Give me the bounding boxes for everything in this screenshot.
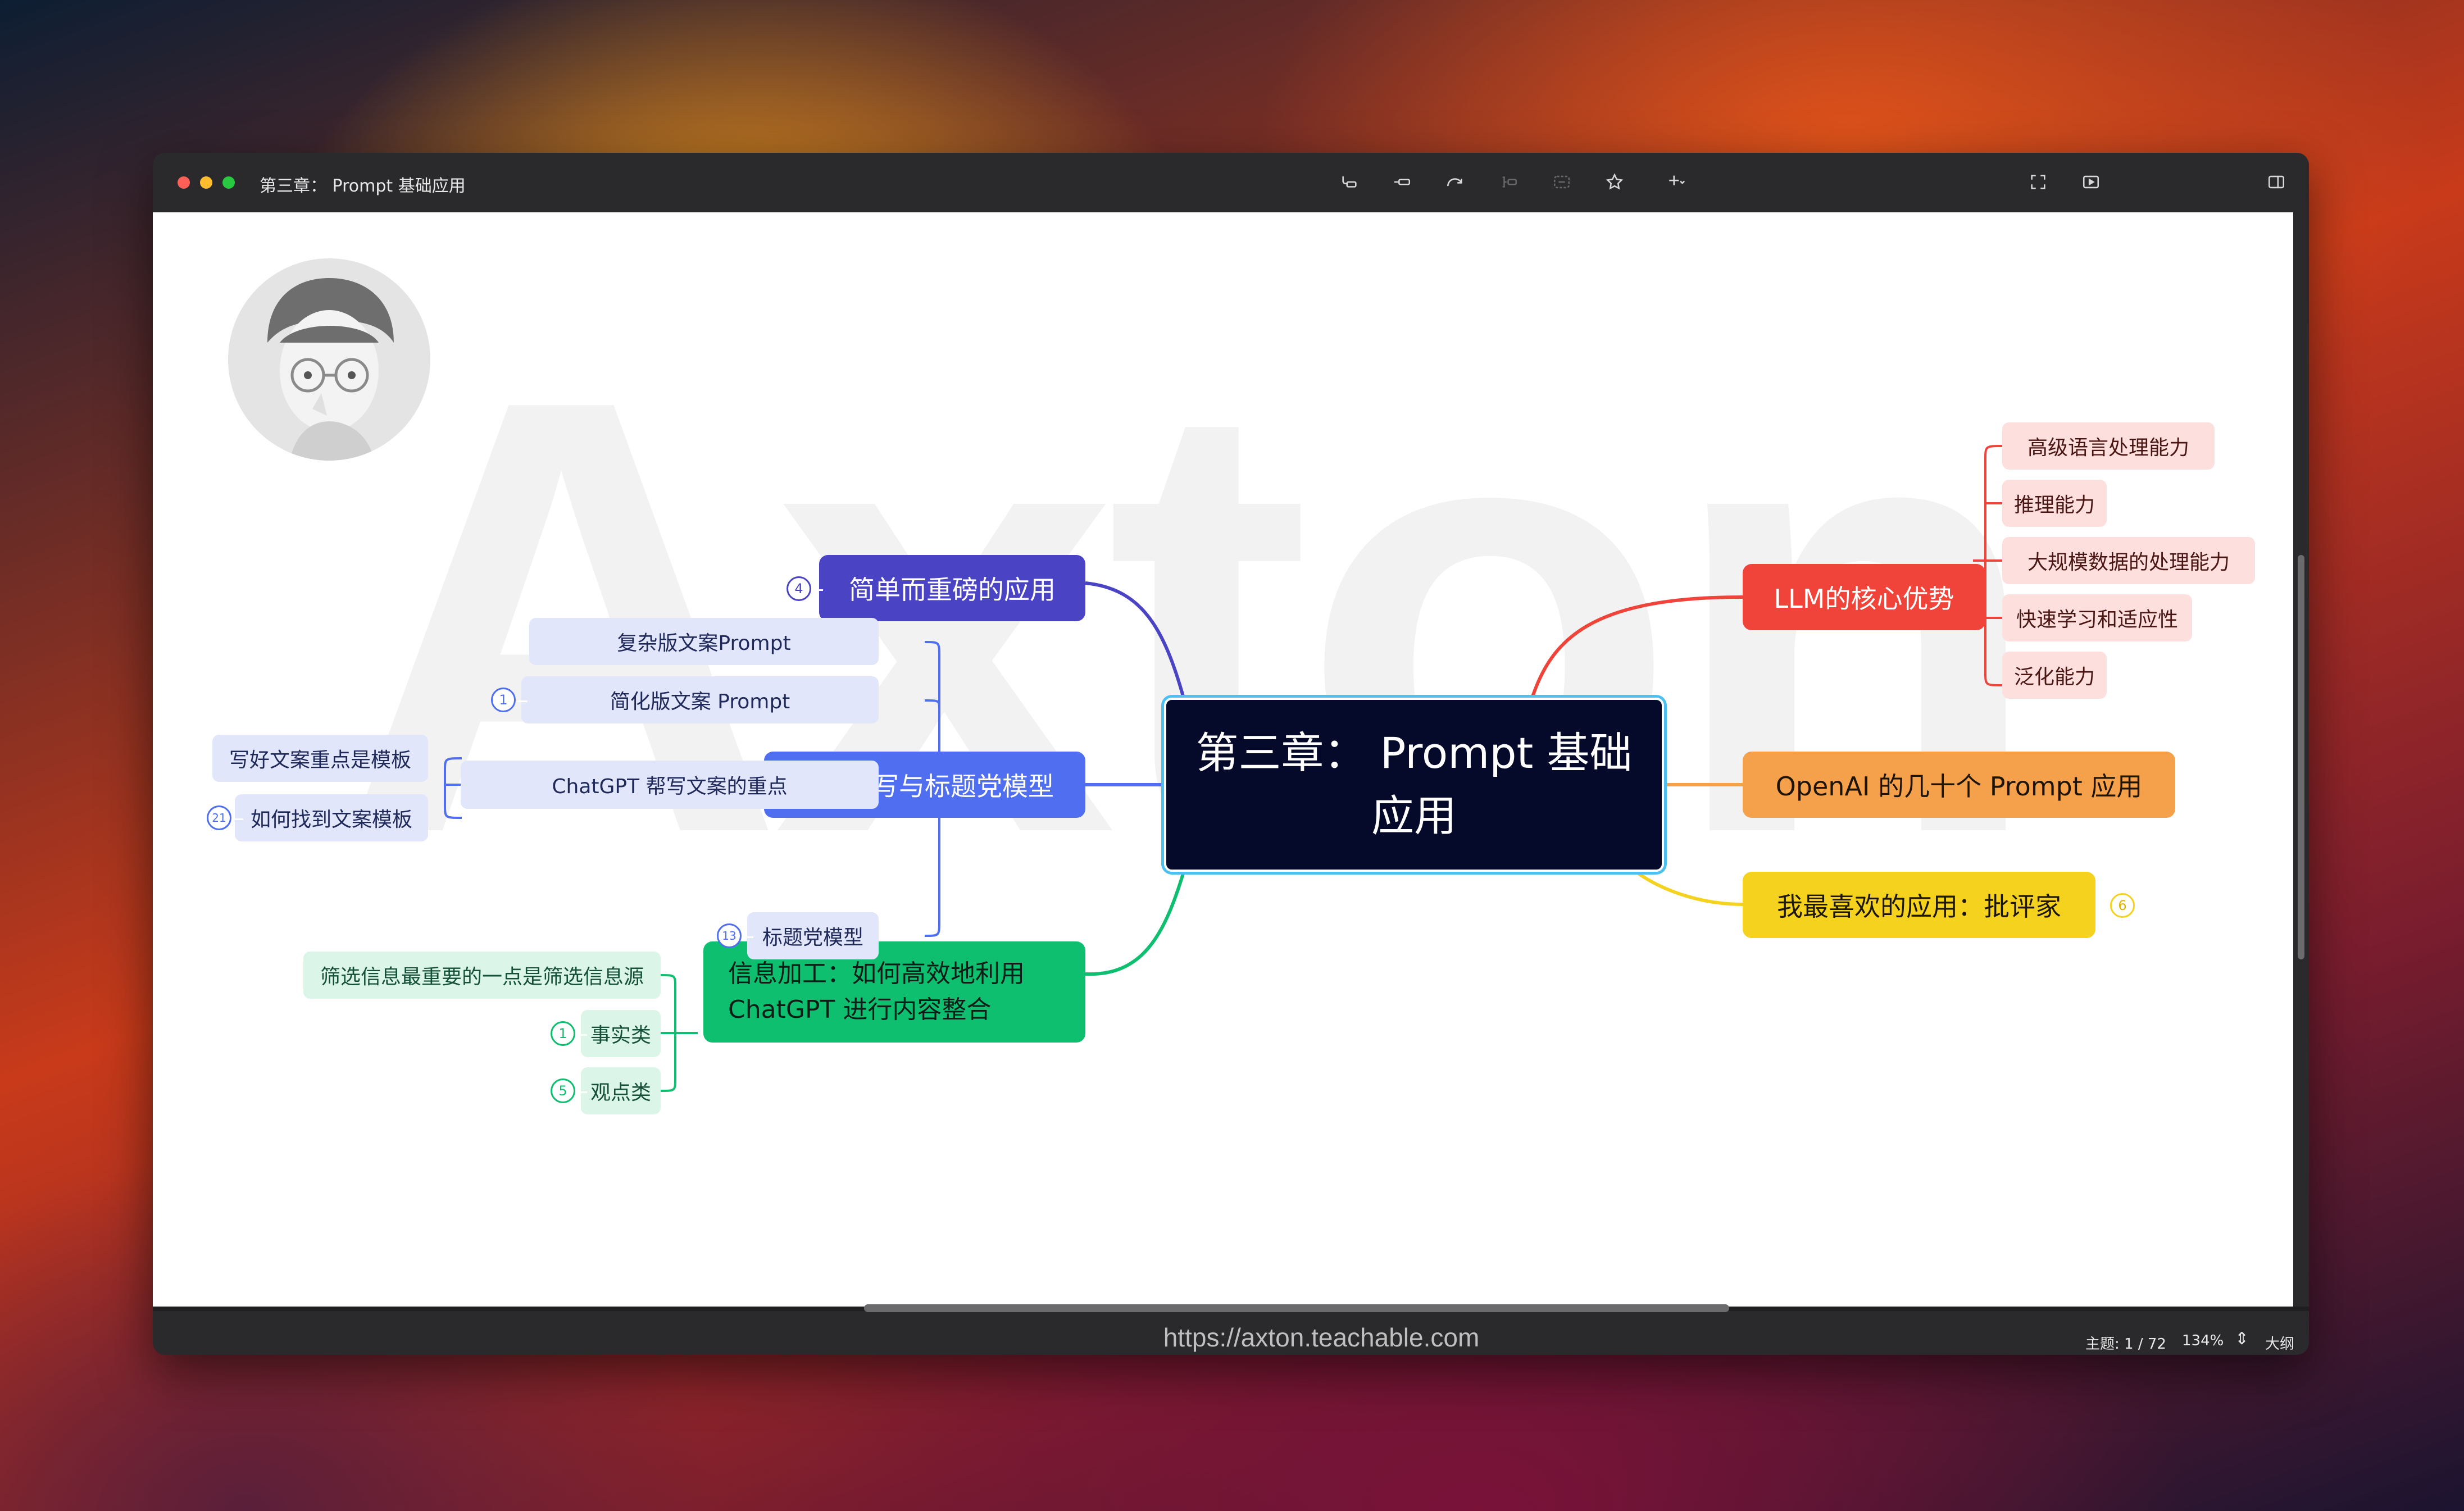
marker-icon[interactable] <box>1602 170 1627 194</box>
subtopic-find-template[interactable]: 如何找到文案模板 <box>235 794 428 841</box>
central-topic[interactable]: 第三章： Prompt 基础应用 <box>1164 698 1664 872</box>
relationship-icon[interactable] <box>1443 170 1467 194</box>
subtopic-simple-copy[interactable]: 简化版文案 Prompt <box>521 676 879 723</box>
subtopic-badge[interactable]: 1 <box>551 1021 587 1046</box>
subtopic-badge[interactable]: 21 <box>207 805 243 830</box>
window-title: 第三章： Prompt 基础应用 <box>260 176 466 196</box>
topic-openai-apps[interactable]: OpenAI 的几十个 Prompt 应用 <box>1743 752 2175 818</box>
subtopic-copy-focus[interactable]: ChatGPT 帮写文案的重点 <box>461 761 879 809</box>
connector-llm <box>1530 595 1743 699</box>
app-window: 第三章： Prompt 基础应用 <box>153 153 2309 1355</box>
bracket-copy-focus <box>444 757 462 819</box>
subtopic-reasoning[interactable]: 推理能力 <box>2002 480 2107 527</box>
topic-count-badge[interactable]: 6 <box>2110 893 2147 918</box>
subtopic-icon[interactable] <box>1337 170 1362 194</box>
topic-count-badge[interactable]: 4 <box>787 576 823 601</box>
topic-critic[interactable]: 我最喜欢的应用：批评家 <box>1743 872 2095 938</box>
url-caption: https://axton.teachable.com <box>1163 1323 1480 1352</box>
subtopic-generalization[interactable]: 泛化能力 <box>2002 652 2107 699</box>
close-window-button[interactable] <box>178 176 190 189</box>
subtopic-clickbait[interactable]: 标题党模型 <box>747 912 879 959</box>
zen-mode-icon[interactable] <box>2026 170 2051 194</box>
boundary-icon[interactable] <box>1549 170 1574 194</box>
mindmap-canvas[interactable]: Axton <box>153 212 2293 1307</box>
topic-counter: 主题: 1 / 72 <box>2085 1336 2166 1353</box>
avatar <box>228 258 430 461</box>
subtopic-badge[interactable]: 5 <box>551 1078 587 1103</box>
insert-icon[interactable] <box>1664 170 1689 194</box>
topic-simple-apps[interactable]: 简单而重磅的应用 <box>819 555 1085 621</box>
topic-icon[interactable] <box>1390 170 1415 194</box>
subtopic-facts[interactable]: 事实类 <box>581 1010 661 1057</box>
status-bar <box>153 1311 2309 1355</box>
subtopic-opinions[interactable]: 观点类 <box>581 1067 661 1114</box>
outline-button[interactable]: 大纲 <box>2265 1336 2295 1353</box>
pitch-icon[interactable] <box>2079 170 2103 194</box>
subtopic-badge[interactable]: 13 <box>717 923 753 948</box>
connector-favorite <box>1635 870 1743 906</box>
subtopic-big-data[interactable]: 大规模数据的处理能力 <box>2002 537 2255 584</box>
subtopic-filter-source[interactable]: 筛选信息最重要的一点是筛选信息源 <box>303 952 661 999</box>
subtopic-fast-learning[interactable]: 快速学习和适应性 <box>2002 594 2192 641</box>
topic-info-line1: 信息加工：如何高效地利用 <box>728 959 1025 988</box>
subtopic-badge[interactable]: 1 <box>491 688 528 712</box>
zoom-stepper-icon[interactable]: ⇕ <box>2235 1329 2249 1349</box>
title-bar: 第三章： Prompt 基础应用 <box>153 153 2309 213</box>
vertical-scrollbar[interactable] <box>2293 212 2309 1307</box>
topic-info-line2: ChatGPT 进行内容整合 <box>728 995 992 1024</box>
subtopic-complex-copy[interactable]: 复杂版文案Prompt <box>529 618 879 665</box>
topic-llm-advantages[interactable]: LLM的核心优势 <box>1743 564 1985 630</box>
subtopic-template-key[interactable]: 写好文案重点是模板 <box>212 735 428 782</box>
horizontal-scroll-thumb[interactable] <box>864 1304 1729 1312</box>
panel-icon[interactable] <box>2264 170 2289 194</box>
connector-simple <box>1085 581 1185 699</box>
subtopic-language[interactable]: 高级语言处理能力 <box>2002 422 2215 470</box>
bracket-info <box>660 974 698 1092</box>
zoom-window-button[interactable] <box>222 176 235 189</box>
summary-icon[interactable] <box>1497 170 1521 194</box>
vertical-scroll-thumb[interactable] <box>2298 555 2304 959</box>
zoom-level[interactable]: 134% <box>2182 1332 2224 1349</box>
connector-info <box>1085 871 1185 976</box>
bracket-llm <box>1973 445 2003 686</box>
minimize-window-button[interactable] <box>200 176 212 189</box>
